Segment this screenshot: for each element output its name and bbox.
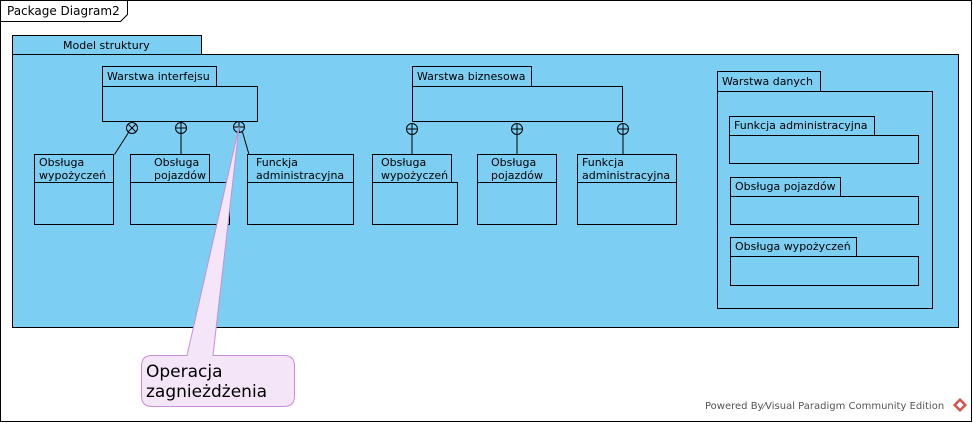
iface-rentals-title: Obsługa wypożyczeń	[39, 156, 107, 182]
data-vehicles-title: Obsługa pojazdów	[735, 180, 836, 193]
iface-vehicles-title: Obsługa pojazdów	[154, 156, 206, 182]
iface-vehicles-body	[130, 182, 230, 225]
interface-layer-title: Warstwa interfejsu	[107, 70, 210, 83]
nesting-connector-biz-rentals	[406, 123, 418, 155]
model-package-title: Model struktury	[63, 39, 150, 52]
biz-admin-title: Funkcja administracyjna	[582, 156, 671, 182]
interface-layer-body	[102, 86, 258, 122]
data-admin-body	[729, 135, 919, 164]
data-rentals-title: Obsługa wypożyczeń	[735, 240, 851, 253]
iface-vehicles-tab	[130, 154, 210, 183]
nesting-connector-iface-vehicles	[175, 122, 187, 155]
data-layer-title: Warstwa danych	[722, 75, 813, 88]
note-text: Operacja zagnieżdżenia	[146, 362, 268, 402]
nesting-connector-biz-vehicles	[511, 123, 523, 155]
business-layer-title: Warstwa biznesowa	[417, 70, 526, 83]
biz-rentals-title: Obsługa wypożyczeń	[381, 156, 449, 182]
diagram-frame-tab	[0, 0, 128, 22]
business-layer-body	[412, 86, 623, 122]
visual-paradigm-logo-icon	[952, 397, 968, 413]
data-admin-title: Funkcja administracyjna	[734, 119, 868, 132]
biz-rentals-tab	[372, 154, 452, 183]
data-rentals-body	[730, 256, 919, 286]
nesting-connector-biz-admin	[617, 123, 629, 155]
iface-rentals-body	[34, 182, 114, 225]
footer-powered-by: Powered By⁄Visual Paradigm Community Edi…	[705, 401, 945, 412]
note-callout	[141, 126, 295, 407]
biz-vehicles-body	[477, 182, 557, 225]
biz-admin-body	[577, 182, 677, 225]
diagram-frame-title: Package Diagram2	[7, 4, 120, 18]
biz-vehicles-tab	[477, 154, 557, 183]
biz-admin-tab	[577, 154, 677, 183]
iface-admin-body	[247, 182, 354, 225]
biz-vehicles-title: Obsługa pojazdów	[491, 156, 543, 182]
data-vehicles-body	[730, 196, 919, 225]
biz-rentals-body	[372, 182, 458, 225]
nesting-connector-iface-rentals	[114, 122, 138, 155]
iface-admin-title: Funckja administracyjna	[256, 156, 345, 182]
